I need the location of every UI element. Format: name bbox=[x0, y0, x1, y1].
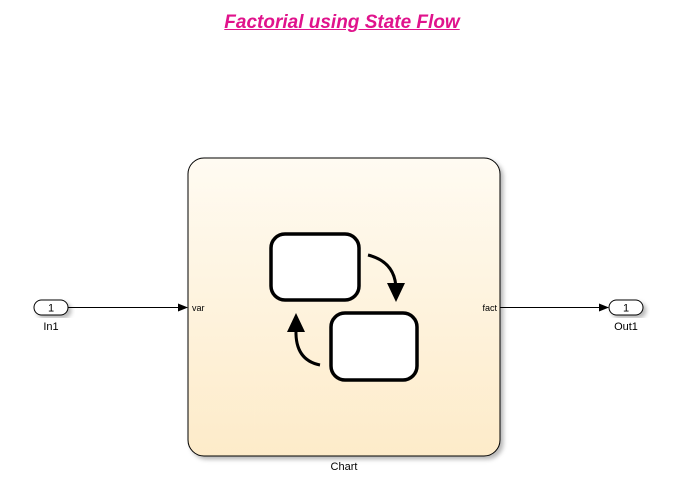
outport-name: Out1 bbox=[614, 321, 638, 333]
inport-name: In1 bbox=[43, 321, 58, 333]
outport-number: 1 bbox=[623, 303, 629, 315]
chart-name: Chart bbox=[331, 461, 358, 473]
inport-number: 1 bbox=[48, 303, 54, 315]
inport-block[interactable]: 1 bbox=[33, 299, 69, 316]
outport-block[interactable]: 1 bbox=[608, 299, 644, 316]
stateflow-chart-icon bbox=[269, 232, 419, 382]
diagram-title: Factorial using State Flow bbox=[224, 12, 460, 33]
chart-output-port-label: fact bbox=[482, 303, 497, 313]
chart-block[interactable] bbox=[187, 157, 501, 457]
chart-input-port-label: var bbox=[192, 303, 205, 313]
